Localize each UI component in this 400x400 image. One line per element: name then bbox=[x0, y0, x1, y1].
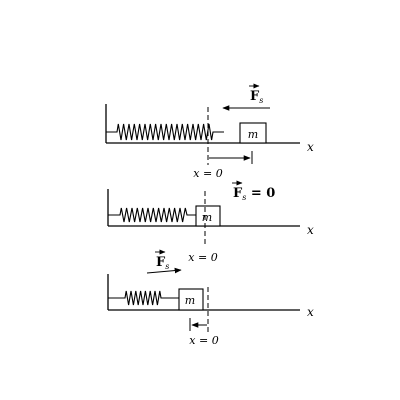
spring bbox=[106, 123, 224, 141]
origin-label: x = 0 bbox=[193, 167, 222, 180]
mass-block bbox=[239, 122, 267, 144]
force-arrow bbox=[146, 267, 182, 274]
svg-text:Fs: Fs bbox=[250, 89, 263, 105]
axis-label-x: x bbox=[307, 305, 314, 319]
force-label: Fs bbox=[249, 83, 263, 105]
force-label: Fs bbox=[155, 249, 169, 271]
panel-stretched: m x x = 0 Fs bbox=[105, 83, 314, 180]
origin-label: x = 0 bbox=[189, 334, 218, 347]
mass-label: m bbox=[248, 128, 258, 141]
panel-compressed: m x x = 0 Fs bbox=[107, 249, 314, 347]
spring bbox=[108, 207, 196, 223]
spring bbox=[108, 290, 179, 306]
mass-label: m bbox=[185, 294, 195, 307]
svg-text:Fs: Fs bbox=[156, 255, 169, 271]
axis-label-x: x bbox=[307, 140, 314, 154]
mass-block bbox=[195, 205, 221, 227]
mass-block bbox=[178, 288, 204, 311]
axis-label-x: x bbox=[307, 223, 314, 237]
force-label: Fs = 0 bbox=[232, 180, 275, 202]
origin-label: x = 0 bbox=[188, 251, 217, 264]
panel-equilibrium: m x x = 0 Fs = 0 bbox=[107, 180, 314, 264]
mass-label: m bbox=[202, 211, 212, 224]
svg-text:Fs = 0: Fs = 0 bbox=[233, 186, 275, 202]
